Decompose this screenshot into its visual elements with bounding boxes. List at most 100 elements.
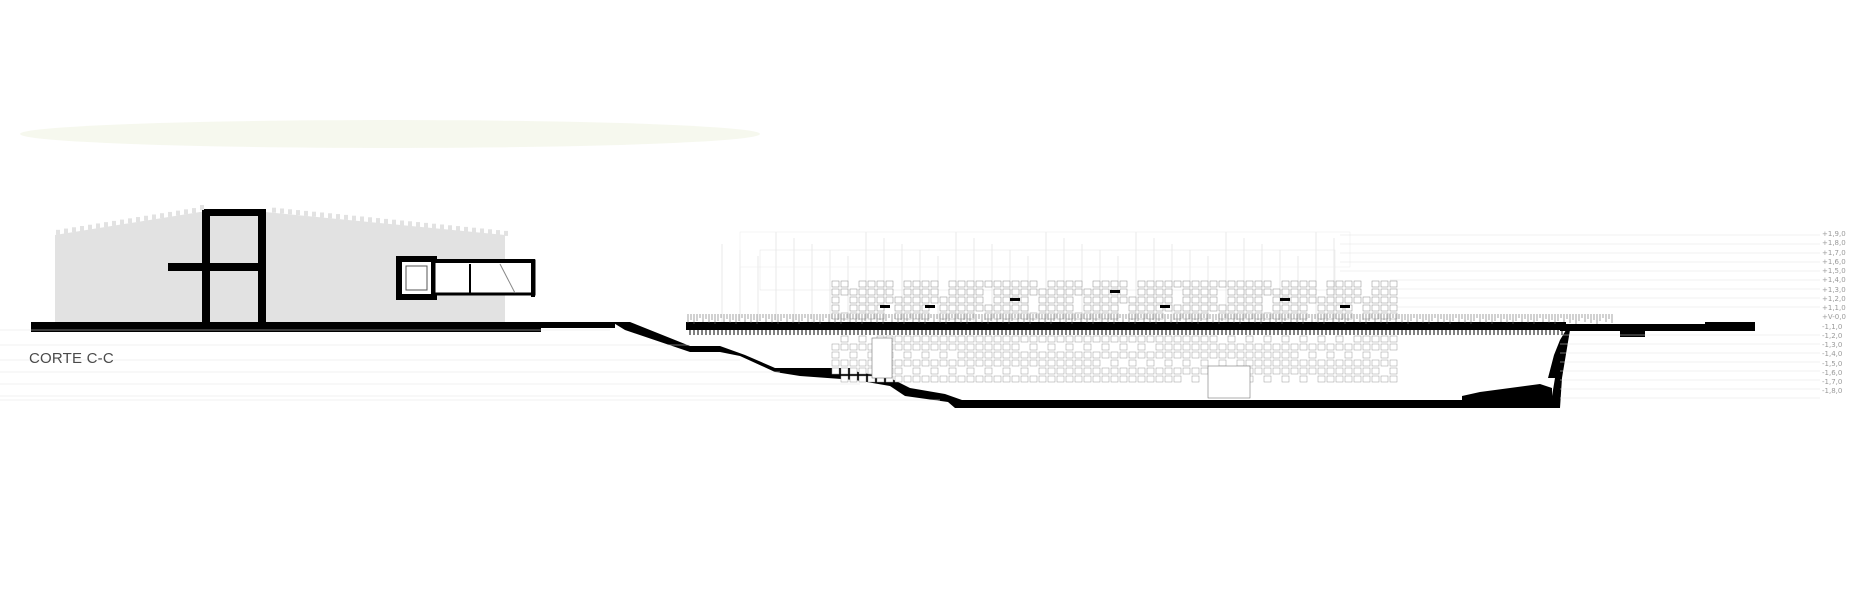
housing-module <box>1173 351 1182 359</box>
housing-module <box>1128 304 1137 312</box>
housing-module <box>993 375 1002 383</box>
housing-module <box>1389 367 1398 375</box>
parapet-tick <box>128 218 132 224</box>
housing-module <box>1173 304 1182 312</box>
housing-module <box>1389 359 1398 367</box>
parapet-tick <box>176 210 180 216</box>
housing-module <box>1182 280 1191 288</box>
housing-module <box>1290 304 1299 312</box>
parapet-tick <box>312 211 316 217</box>
housing-module <box>912 296 921 304</box>
housing-module <box>1038 304 1047 312</box>
housing-module <box>1218 359 1227 367</box>
housing-module <box>984 351 993 359</box>
housing-module <box>1038 335 1047 343</box>
parapet-tick <box>296 210 300 216</box>
housing-module <box>831 296 840 304</box>
housing-module <box>1146 367 1155 375</box>
housing-module <box>903 375 912 383</box>
housing-module <box>957 335 966 343</box>
housing-module <box>849 304 858 312</box>
housing-module <box>939 304 948 312</box>
housing-module <box>1299 335 1308 343</box>
housing-module <box>1227 296 1236 304</box>
housing-module <box>858 280 867 288</box>
housing-module <box>1344 343 1353 351</box>
housing-module <box>948 304 957 312</box>
housing-module <box>939 375 948 383</box>
housing-module <box>1326 296 1335 304</box>
housing-module <box>1308 280 1317 288</box>
level-label: +1,3,0 <box>1822 285 1846 294</box>
housing-module <box>1074 335 1083 343</box>
housing-module <box>966 335 975 343</box>
housing-module <box>1218 304 1227 312</box>
housing-module <box>1029 280 1038 288</box>
housing-module <box>921 296 930 304</box>
housing-module <box>948 296 957 304</box>
housing-module <box>1245 280 1254 288</box>
housing-module <box>1110 335 1119 343</box>
housing-module <box>1272 296 1281 304</box>
housing-module <box>957 296 966 304</box>
housing-module <box>894 304 903 312</box>
housing-module <box>903 351 912 359</box>
housing-module <box>1263 359 1272 367</box>
housing-module <box>1263 343 1272 351</box>
housing-module <box>1155 296 1164 304</box>
housing-module <box>1020 288 1029 296</box>
housing-module <box>1065 280 1074 288</box>
ground-cut-right <box>1560 322 1755 337</box>
housing-module <box>1353 280 1362 288</box>
housing-module <box>1236 304 1245 312</box>
housing-module <box>894 335 903 343</box>
housing-module <box>1335 343 1344 351</box>
parapet-tick <box>320 212 324 218</box>
housing-module <box>1056 335 1065 343</box>
parapet-tick <box>360 216 364 222</box>
level-label: -1,4,0 <box>1822 350 1843 359</box>
parapet-tick <box>376 218 380 224</box>
housing-module <box>939 351 948 359</box>
housing-module <box>1083 367 1092 375</box>
housing-module <box>1281 280 1290 288</box>
housing-module <box>1146 280 1155 288</box>
housing-module <box>1128 335 1137 343</box>
housing-module <box>957 280 966 288</box>
housing-module <box>966 288 975 296</box>
housing-module <box>984 335 993 343</box>
housing-module <box>1308 343 1317 351</box>
housing-module <box>1002 351 1011 359</box>
housing-module <box>1389 304 1398 312</box>
housing-module <box>984 359 993 367</box>
housing-module <box>1335 367 1344 375</box>
housing-module <box>1209 351 1218 359</box>
housing-module <box>1335 288 1344 296</box>
housing-module <box>975 351 984 359</box>
housing-module <box>1038 367 1047 375</box>
parapet-tick <box>504 230 508 236</box>
housing-module <box>930 335 939 343</box>
housing-module <box>1101 375 1110 383</box>
housing-module <box>1047 280 1056 288</box>
housing-module <box>831 359 840 367</box>
housing-module <box>1155 288 1164 296</box>
housing-module <box>993 351 1002 359</box>
housing-module <box>840 367 849 375</box>
housing-module <box>867 288 876 296</box>
section-title: CORTE C-C <box>29 350 114 367</box>
housing-module <box>1254 367 1263 375</box>
housing-module <box>840 375 849 383</box>
housing-module <box>1200 343 1209 351</box>
housing-module <box>1281 343 1290 351</box>
housing-module <box>921 280 930 288</box>
housing-module <box>1371 288 1380 296</box>
housing-module <box>1371 296 1380 304</box>
housing-module <box>1272 367 1281 375</box>
housing-module <box>1137 375 1146 383</box>
level-label: -1,1,0 <box>1822 322 1843 331</box>
housing-module <box>840 288 849 296</box>
housing-module <box>1101 335 1110 343</box>
housing-module <box>984 304 993 312</box>
